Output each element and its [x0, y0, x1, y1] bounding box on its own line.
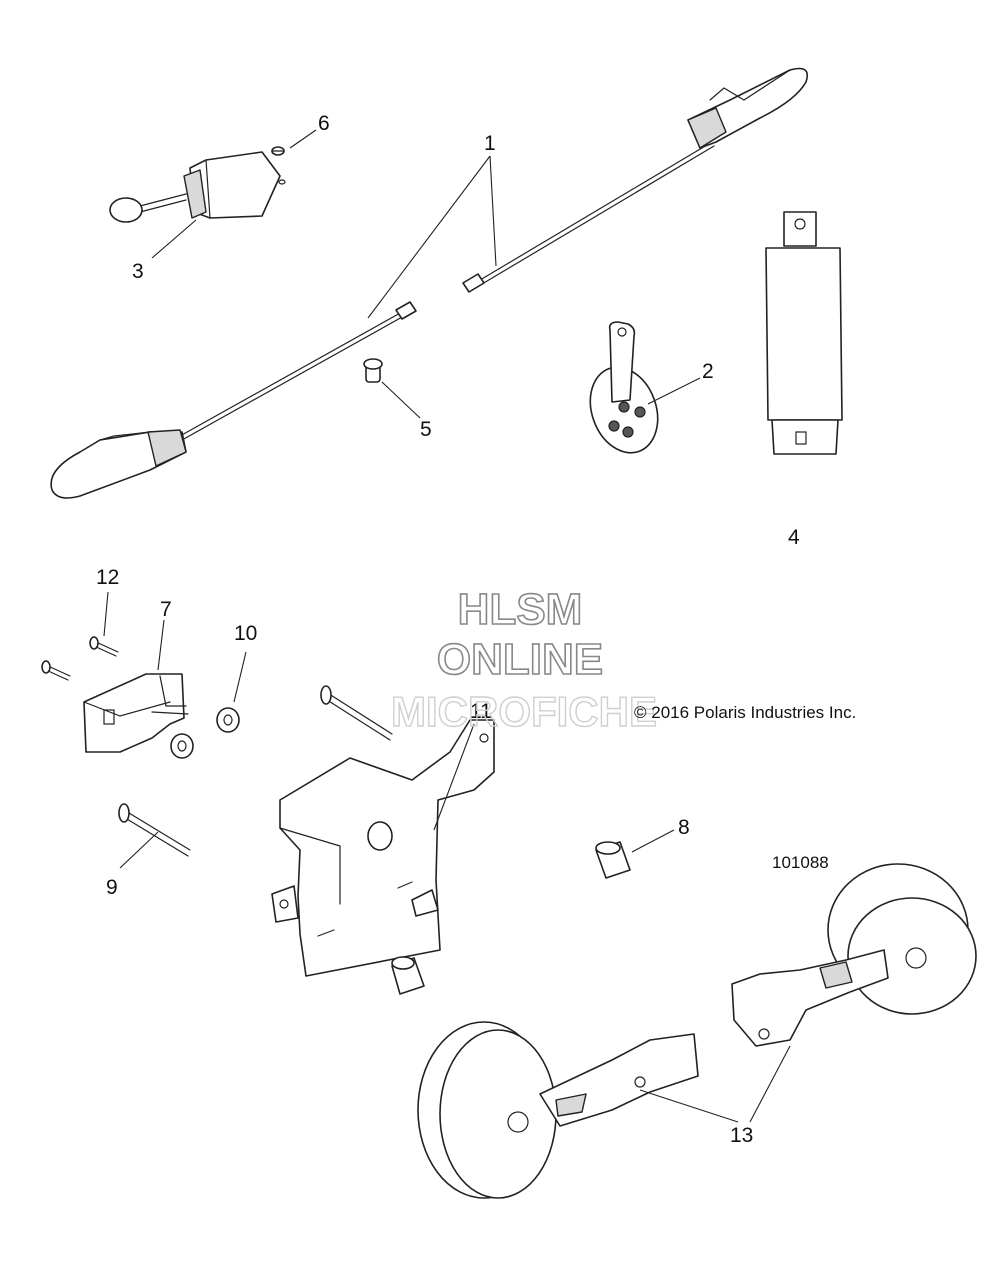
screw-5 — [363, 358, 383, 383]
flasher-relay — [765, 211, 843, 455]
bolt-9 — [118, 803, 191, 857]
bolt-11 — [320, 685, 393, 741]
light-switch — [109, 151, 286, 223]
horn — [589, 321, 659, 454]
spacer-8 — [391, 841, 631, 995]
callout-5: 5 — [420, 418, 432, 441]
mirror-right — [731, 863, 977, 1047]
callout-6: 6 — [318, 112, 330, 135]
callout-7: 7 — [160, 598, 172, 621]
diagram-number: 101088 — [772, 853, 829, 872]
callout-labels: 1 2 3 4 5 6 7 8 9 10 11 12 13 — [96, 112, 800, 1147]
callout-9: 9 — [106, 876, 118, 899]
screw-12 — [41, 636, 119, 681]
watermark-line-1: HLSM — [458, 585, 583, 634]
callout-11: 11 — [470, 700, 492, 723]
callout-1: 1 — [484, 132, 496, 155]
turn-signal-left — [50, 301, 417, 499]
watermark-line-2: ONLINE — [437, 635, 603, 684]
callout-2: 2 — [702, 360, 714, 383]
bracket-cover-7 — [83, 673, 189, 753]
copyright-text: © 2016 Polaris Industries Inc. — [634, 703, 856, 722]
mirror-left — [417, 1021, 699, 1199]
callout-8: 8 — [678, 816, 690, 839]
turn-signal-right — [462, 67, 809, 293]
callout-4: 4 — [788, 526, 800, 549]
callout-3: 3 — [132, 260, 144, 283]
screw-6 — [271, 146, 285, 156]
callout-12: 12 — [96, 566, 119, 589]
watermark: HLSM ONLINE MICROFICHE — [390, 584, 657, 736]
leader-lines — [103, 129, 791, 1123]
callout-10: 10 — [234, 622, 257, 645]
watermark-line-3: MICROFICHE — [391, 688, 657, 735]
callout-13: 13 — [730, 1124, 753, 1147]
license-bracket-11 — [271, 719, 495, 977]
spacer-10 — [170, 707, 240, 759]
